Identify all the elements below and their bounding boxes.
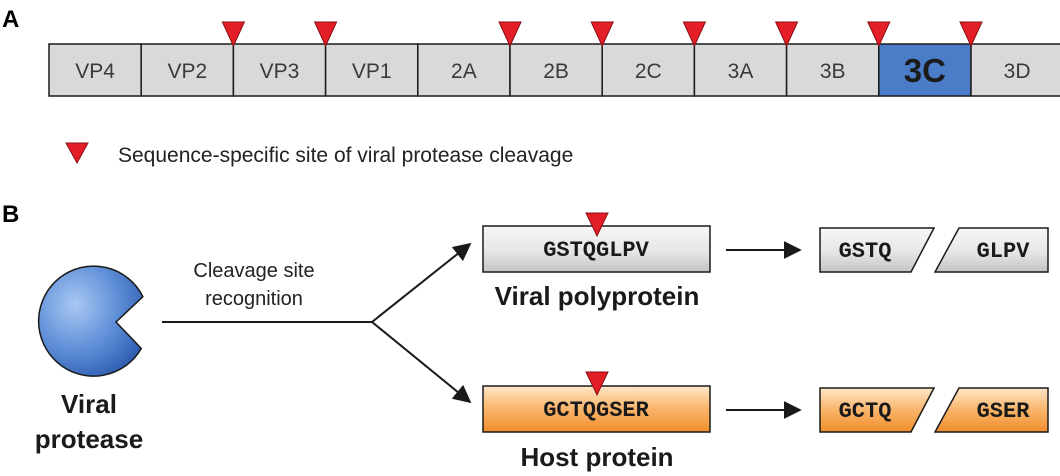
arrow-to-viral: [371, 242, 472, 323]
host-product-right: GSER: [977, 399, 1031, 424]
segment-box: [878, 43, 972, 97]
segment-box: [232, 43, 327, 97]
polyprotein-bar: VP4 VP2 VP3 VP1 2A 2B 2C 3A 3B 3C 3D: [48, 43, 1060, 97]
viral-substrate: GSTQGLPV Viral polyprotein GSTQ GLPV: [482, 212, 1049, 311]
viral-sequence: GSTQGLPV: [543, 238, 649, 263]
segment-vp4: VP4: [48, 43, 142, 97]
segment-label: 2A: [451, 60, 477, 83]
host-product-left-box: [819, 387, 936, 433]
segment-3a: 3A: [693, 43, 788, 97]
panel-a-letter: A: [2, 6, 19, 33]
segment-label: 3B: [820, 60, 846, 83]
segment-label: VP4: [75, 60, 115, 83]
cleavage-marker: [590, 21, 614, 48]
cleavage-marker: [959, 21, 983, 48]
viral-product-right: GLPV: [977, 239, 1031, 264]
legend: Sequence-specific site of viral protease…: [65, 142, 573, 167]
segment-box: [693, 43, 788, 97]
cleavage-markers: [221, 21, 983, 48]
enzyme-label-line1: Viral: [61, 389, 117, 419]
segment-label: 3C: [904, 52, 946, 89]
arrow-label-line2: recognition: [205, 288, 303, 310]
host-label: Host protein: [520, 442, 673, 472]
arrow-label-line1: Cleavage site: [193, 260, 314, 282]
segment-label: VP3: [260, 60, 300, 83]
host-product-right-box: [933, 387, 1049, 433]
viral-product-left-box: [819, 227, 936, 273]
segment-label: 3A: [728, 60, 754, 83]
host-sequence: GCTQGSER: [543, 398, 649, 423]
segment-label: 2C: [635, 60, 662, 83]
segment-label: 3D: [1004, 60, 1031, 83]
host-cleavage-marker: [585, 371, 609, 397]
segment-2c: 2C: [601, 43, 696, 97]
host-product-left: GCTQ: [839, 399, 892, 424]
segment-box: [48, 43, 142, 97]
segment-vp2: VP2: [140, 43, 235, 97]
segment-box: [785, 43, 880, 97]
cleavage-marker: [313, 21, 338, 48]
viral-product-right-box: [933, 227, 1049, 273]
segment-box: [417, 43, 511, 97]
segment-3c: 3C: [878, 43, 972, 97]
segment-label: 2B: [543, 60, 569, 83]
cleavage-marker: [498, 21, 522, 48]
panel-b-letter: B: [2, 201, 19, 228]
segment-2a: 2A: [417, 43, 511, 97]
enzyme-label-line2: protease: [35, 424, 143, 454]
viral-protease: Viral protease: [35, 265, 144, 454]
segment-vp3: VP3: [232, 43, 327, 97]
cleavage-marker: [867, 21, 891, 48]
segment-box: [970, 43, 1060, 97]
segment-box: [509, 43, 603, 97]
cleavage-marker: [682, 21, 707, 48]
legend-text: Sequence-specific site of viral protease…: [118, 144, 573, 167]
viral-product-left: GSTQ: [839, 239, 892, 264]
cleavage-marker: [774, 21, 799, 48]
segment-label: VP2: [167, 60, 207, 83]
segment-box: [601, 43, 696, 97]
host-substrate: GCTQGSER Host protein GCTQ GSER: [482, 371, 1049, 472]
viral-cleavage-marker: [585, 212, 609, 238]
viral-protease-pacman-shape: [37, 265, 144, 377]
legend-cleavage-marker: [65, 142, 89, 165]
cleavage-marker: [221, 21, 246, 48]
segment-3d: 3D: [970, 43, 1060, 97]
arrow-to-host: [371, 321, 472, 404]
segment-box: [140, 43, 235, 97]
segment-vp1: VP1: [324, 43, 419, 97]
segment-3b: 3B: [785, 43, 880, 97]
recognition-arrows: Cleavage site recognition: [162, 242, 472, 404]
segment-label: VP1: [352, 60, 392, 83]
viral-label: Viral polyprotein: [495, 281, 700, 311]
segment-2b: 2B: [509, 43, 603, 97]
